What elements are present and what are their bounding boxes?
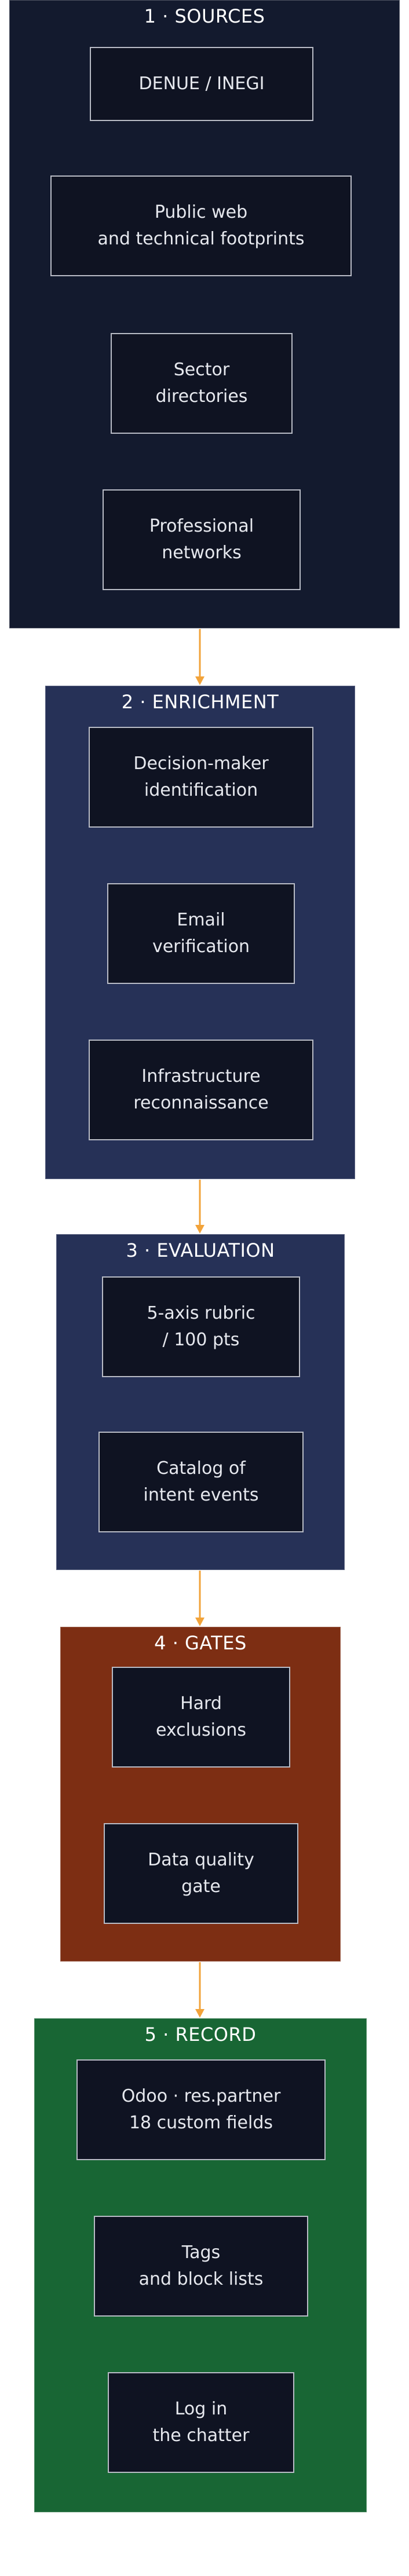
stage-title-gates: 4 · GATES <box>154 1632 247 1654</box>
node-public-web: Public web and technical footprints <box>50 175 352 276</box>
stage-title-evaluation: 3 · EVALUATION <box>126 1239 275 1261</box>
node-infrastructure-reconnaissance: Infrastructure reconnaissance <box>89 1040 313 1140</box>
stage-enrichment: 2 · ENRICHMENT Decision-maker identifica… <box>45 686 355 1179</box>
stage-title-sources: 1 · SOURCES <box>144 5 265 27</box>
stage-title-enrichment: 2 · ENRICHMENT <box>121 691 279 713</box>
node-hard-exclusions: Hard exclusions <box>112 1667 290 1768</box>
arrowhead-evaluation-to-gates <box>195 1618 204 1626</box>
node-tags-block-lists: Tags and block lists <box>94 2216 308 2317</box>
node-rubric: 5-axis rubric / 100 pts <box>102 1276 300 1377</box>
arrowhead-enrichment-to-evaluation <box>195 1225 204 1234</box>
node-log-chatter: Log in the chatter <box>108 2372 294 2473</box>
node-odoo-res-partner: Odoo · res.partner 18 custom fields <box>76 2059 326 2160</box>
arrowhead-gates-to-record <box>195 2009 204 2018</box>
stage-evaluation: 3 · EVALUATION 5-axis rubric / 100 pts C… <box>56 1234 345 1570</box>
node-decision-maker-identification: Decision-maker identification <box>89 727 313 828</box>
node-professional-networks: Professional networks <box>103 489 301 590</box>
node-denue-inegi: DENUE / INEGI <box>90 47 313 121</box>
node-data-quality-gate: Data quality gate <box>104 1823 298 1924</box>
stage-record: 5 · RECORD Odoo · res.partner 18 custom … <box>34 2018 367 2512</box>
node-intent-events: Catalog of intent events <box>98 1432 304 1532</box>
node-email-verification: Email verification <box>107 883 295 984</box>
stage-gates: 4 · GATES Hard exclusions Data quality g… <box>60 1627 341 1962</box>
node-sector-directories: Sector directories <box>111 333 293 434</box>
arrowhead-sources-to-enrichment <box>195 676 204 685</box>
stage-sources: 1 · SOURCES DENUE / INEGI Public web and… <box>9 0 400 628</box>
stage-title-record: 5 · RECORD <box>144 2024 257 2046</box>
